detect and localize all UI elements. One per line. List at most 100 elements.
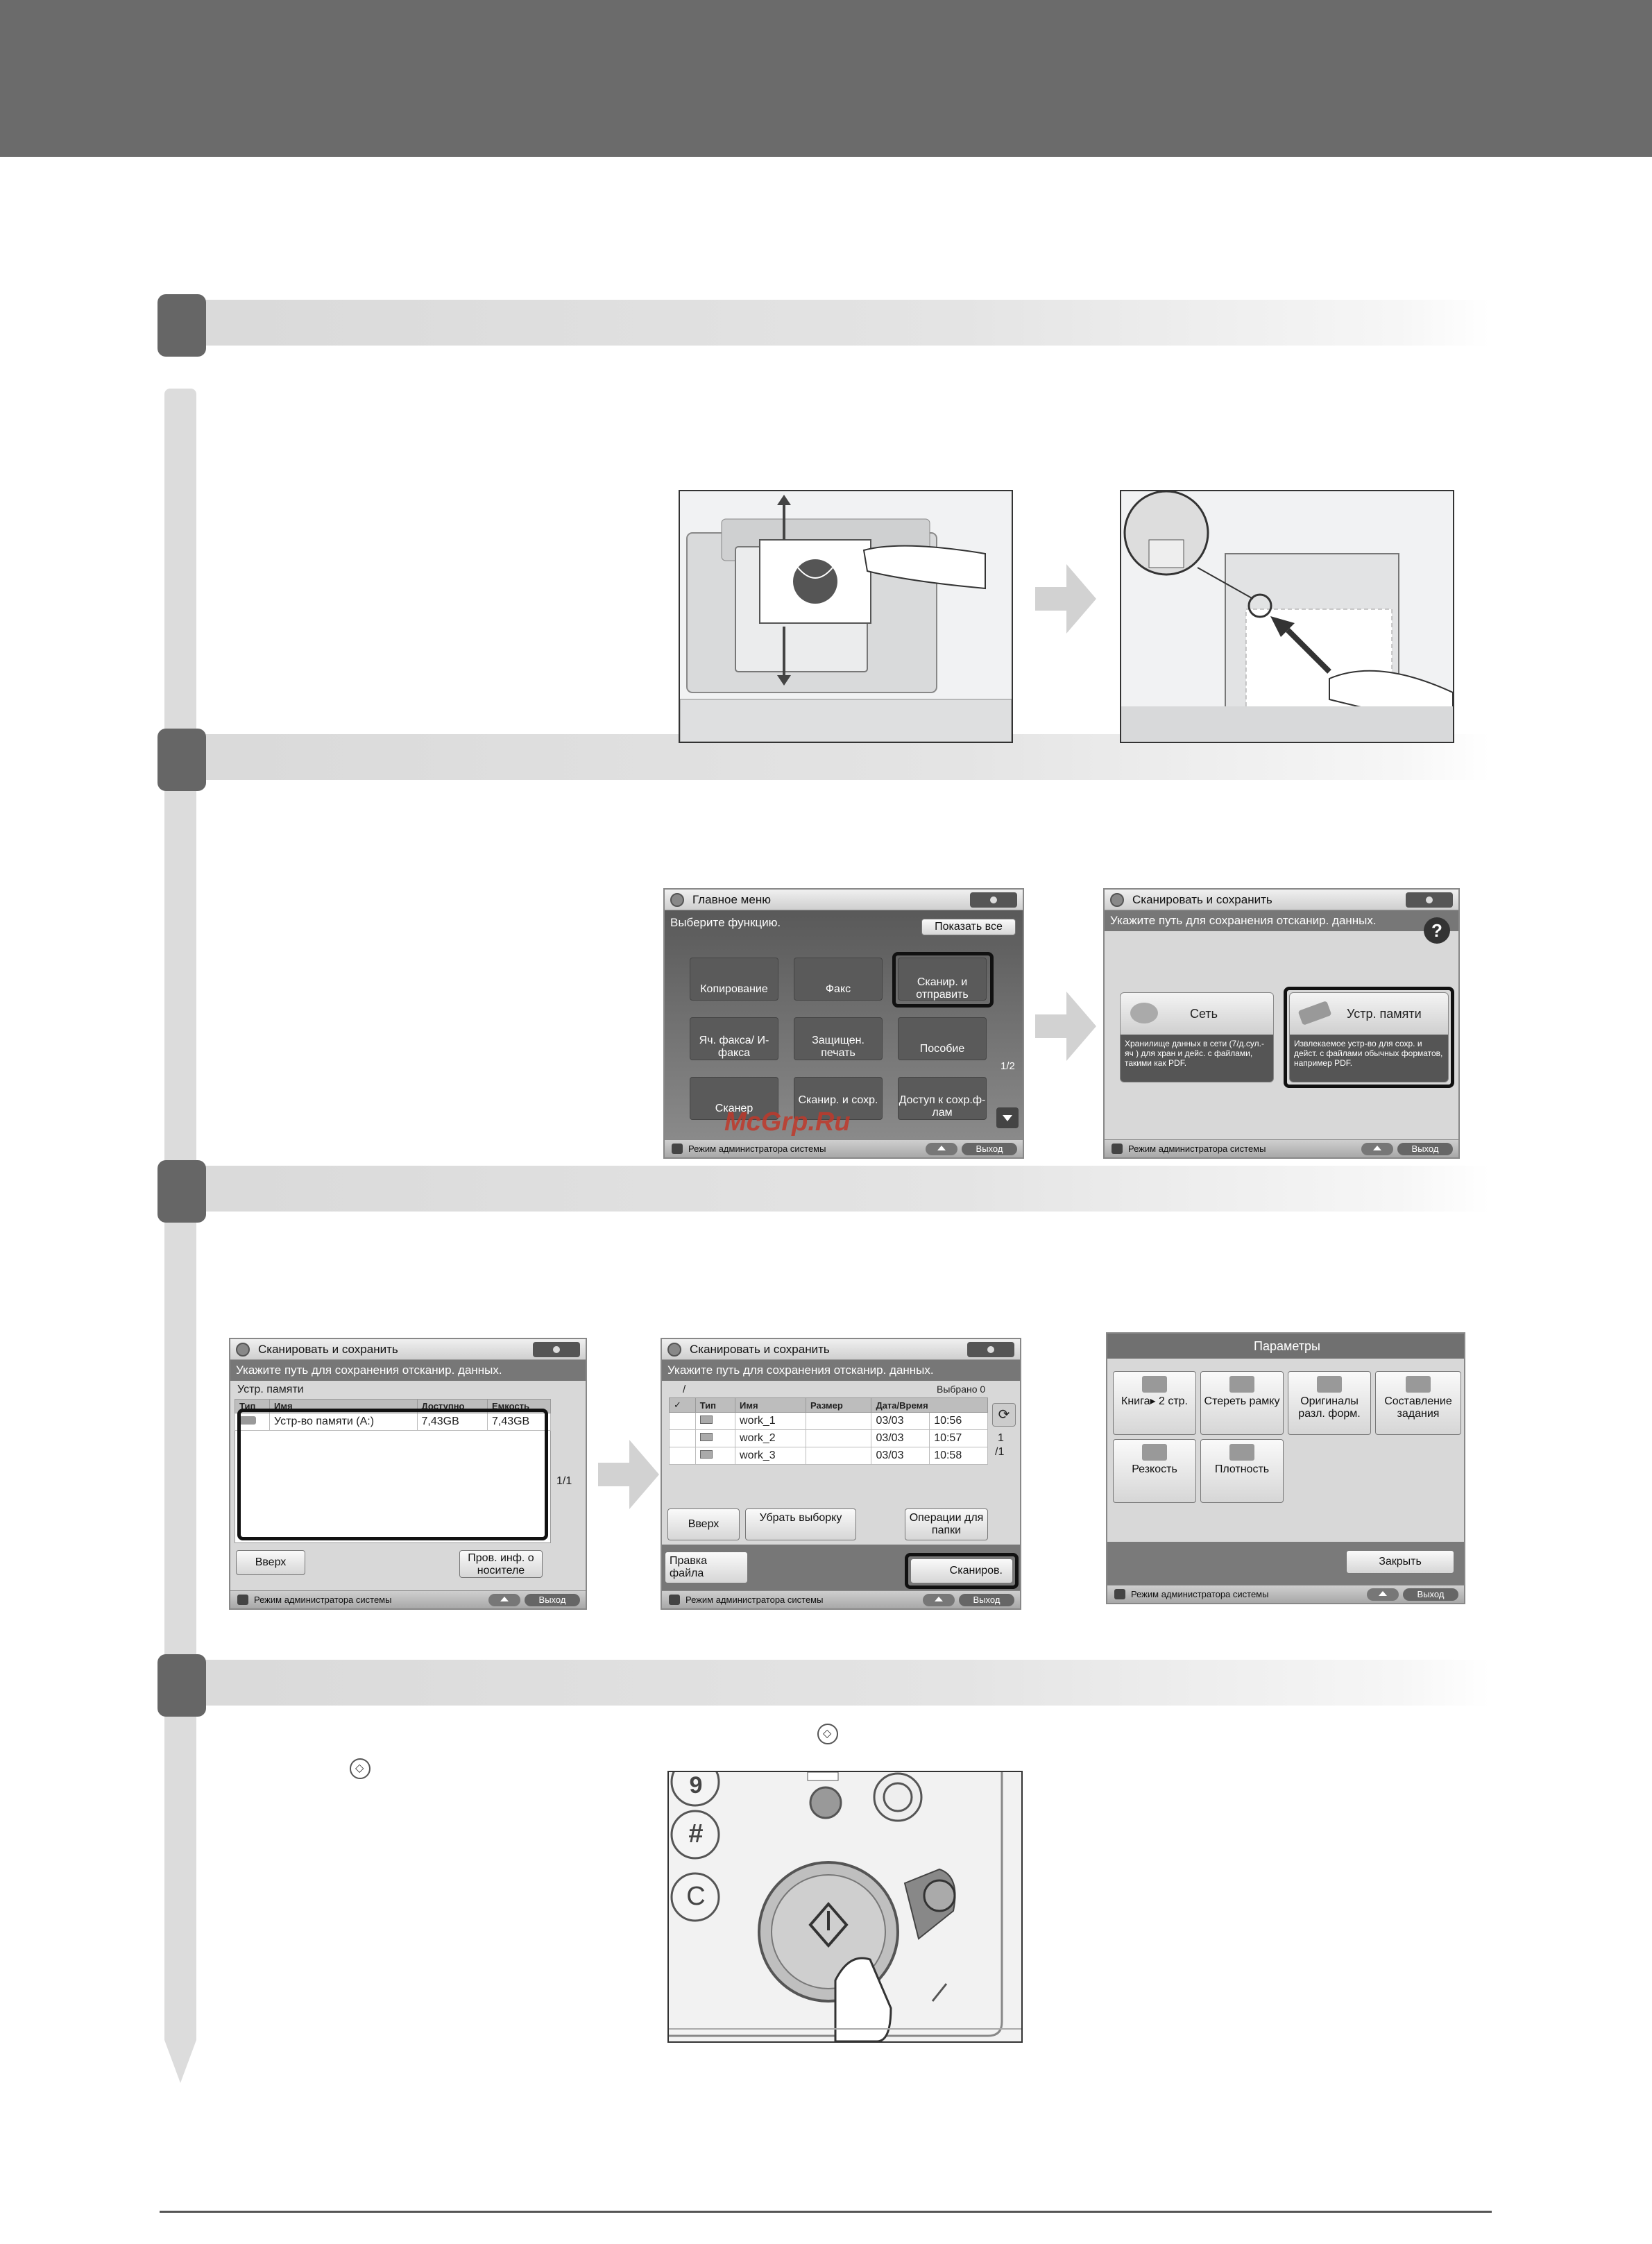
folder-table: ✓ Тип Имя Размер Дата/Время work_1 03/03… xyxy=(669,1397,988,1465)
exit-button[interactable]: Выход xyxy=(525,1594,580,1606)
header-bar xyxy=(0,0,1652,157)
table-row[interactable]: work_3 03/03 10:58 xyxy=(669,1447,988,1465)
secure-print-button[interactable]: Защищен. печать xyxy=(794,1017,883,1060)
counter-button[interactable] xyxy=(970,892,1017,908)
folder-list-titlebar: Сканировать и сохранить xyxy=(662,1339,1020,1360)
device-list-highlight xyxy=(237,1409,548,1540)
folder-date: 03/03 xyxy=(871,1412,930,1430)
memory-device-title: Сканировать и сохранить xyxy=(258,1343,398,1356)
eject-button[interactable] xyxy=(926,1143,957,1155)
counter-button[interactable] xyxy=(1406,892,1453,908)
memory-device-footer: Режим администратора системы Выход xyxy=(230,1590,586,1608)
network-icon xyxy=(1130,1003,1158,1023)
fax-inbox-button[interactable]: Яч. факса/ И-факса xyxy=(690,1017,778,1060)
memory-device-option[interactable]: Устр. памяти Извлекаемое устр-во для сох… xyxy=(1289,992,1449,1082)
main-menu-prompt: Выберите функцию. xyxy=(670,916,781,929)
scan-send-highlight xyxy=(892,952,994,1008)
folder-operations-button[interactable]: Операции для папки xyxy=(905,1508,988,1540)
scan-store-button[interactable]: Сканир. и сохр. xyxy=(794,1077,883,1120)
scan-save-title: Сканировать и сохранить xyxy=(1132,893,1272,906)
eject-button[interactable] xyxy=(923,1594,955,1606)
chevron-down-icon xyxy=(1003,1115,1012,1121)
scan-save-icon xyxy=(236,1343,250,1357)
book-icon xyxy=(1142,1376,1167,1393)
erase-frame-button[interactable]: Стереть рамку xyxy=(1200,1371,1284,1435)
scroll-down-button[interactable] xyxy=(996,1107,1019,1128)
scan-save-footer: Режим администратора системы Выход xyxy=(1105,1139,1458,1157)
col-name: Имя xyxy=(735,1397,806,1413)
up-button[interactable]: Вверх xyxy=(236,1550,305,1575)
folder-list-footer: Режим администратора системы Выход xyxy=(662,1590,1020,1608)
main-menu-title: Главное меню xyxy=(692,893,771,906)
media-info-button[interactable]: Пров. инф. о носителе xyxy=(459,1550,543,1578)
timeline-arrow-tip xyxy=(164,2040,196,2083)
scan-send-button[interactable]: Сканир. и отправить xyxy=(898,958,987,1001)
counter-button[interactable] xyxy=(533,1342,580,1357)
key-clear[interactable]: C xyxy=(686,1882,706,1911)
admin-mode-label: Режим администратора системы xyxy=(686,1595,824,1605)
access-stored-button[interactable]: Доступ к сохр.ф-лам xyxy=(898,1077,987,1120)
scan-button-highlight xyxy=(905,1553,1019,1589)
main-menu-titlebar: Главное меню xyxy=(665,890,1023,910)
platen-illustration xyxy=(1120,490,1454,743)
fax-button[interactable]: Факс xyxy=(794,958,883,1001)
start-key-icon xyxy=(350,1758,371,1779)
exit-button[interactable]: Выход xyxy=(1397,1143,1453,1155)
step-3-number xyxy=(157,1160,206,1223)
feeder-illustration xyxy=(679,490,1013,743)
page-total: /1 xyxy=(995,1446,1005,1458)
exit-button[interactable]: Выход xyxy=(962,1143,1017,1155)
control-panel-drawing xyxy=(669,1772,1021,2041)
refresh-icon[interactable]: ⟳ xyxy=(992,1403,1016,1427)
device-capacity: 7,43GB xyxy=(486,1413,552,1431)
help-button[interactable]: ? xyxy=(1424,917,1450,944)
step-4-band xyxy=(164,1660,1490,1706)
mixed-originals-button[interactable]: Оригиналы разл. форм. xyxy=(1288,1371,1371,1435)
book-two-pages-button[interactable]: Книга▸ 2 стр. xyxy=(1113,1371,1196,1435)
close-button[interactable]: Закрыть xyxy=(1346,1550,1454,1574)
eject-button[interactable] xyxy=(1367,1588,1399,1601)
exit-button[interactable]: Выход xyxy=(1403,1588,1458,1601)
copy-button[interactable]: Копирование xyxy=(690,958,778,1001)
density-button[interactable]: Плотность xyxy=(1200,1439,1284,1503)
page-indicator: 1/2 xyxy=(1000,1060,1015,1072)
device-available: 7,43GB xyxy=(416,1413,488,1431)
eject-button[interactable] xyxy=(1361,1143,1393,1155)
sharpness-button[interactable]: Резкость xyxy=(1113,1439,1196,1503)
step-1-number xyxy=(157,294,206,357)
memory-device-titlebar: Сканировать и сохранить xyxy=(230,1339,586,1360)
up-button[interactable]: Вверх xyxy=(667,1508,740,1540)
memory-device-description: Извлекаемое устр-во для сохр. и дейст. с… xyxy=(1294,1039,1443,1068)
control-panel-illustration: 9 # C xyxy=(667,1771,1023,2043)
scanner-button[interactable]: Сканер xyxy=(690,1077,778,1120)
deselect-button[interactable]: Убрать выборку xyxy=(745,1508,856,1540)
right-arrow-icon xyxy=(598,1440,659,1509)
col-type: Тип xyxy=(695,1397,736,1413)
scan-save-prompt: Укажите путь для сохранения отсканир. да… xyxy=(1105,910,1458,931)
key-hash[interactable]: # xyxy=(688,1819,704,1848)
folder-name: work_3 xyxy=(735,1447,806,1465)
exit-button[interactable]: Выход xyxy=(959,1594,1014,1606)
show-all-button[interactable]: Показать все xyxy=(921,919,1016,935)
step-2-number xyxy=(157,729,206,791)
table-row[interactable]: work_2 03/03 10:57 xyxy=(669,1429,988,1447)
col-check: ✓ xyxy=(669,1397,696,1413)
memory-device-label: Устр. памяти xyxy=(1347,1007,1422,1021)
folder-list-title: Сканировать и сохранить xyxy=(690,1343,830,1356)
counter-button[interactable] xyxy=(967,1342,1014,1357)
step-1-band xyxy=(164,300,1490,346)
edit-file-button[interactable]: Правка файла xyxy=(665,1552,748,1583)
guide-button[interactable]: Пособие xyxy=(898,1017,987,1060)
eject-button[interactable] xyxy=(488,1594,520,1606)
job-build-button[interactable]: Составление задания xyxy=(1375,1371,1461,1435)
network-option[interactable]: Сеть Хранилище данных в сети (7/д.сул.-я… xyxy=(1120,992,1274,1082)
folder-time: 10:58 xyxy=(929,1447,988,1465)
admin-mode-label: Режим администратора системы xyxy=(1128,1144,1266,1154)
key-9[interactable]: 9 xyxy=(689,1772,703,1799)
scan-button[interactable]: Сканиров. xyxy=(910,1558,1013,1583)
scan-save-icon xyxy=(1110,893,1124,907)
table-row[interactable]: work_1 03/03 10:56 xyxy=(669,1412,988,1430)
frame-icon xyxy=(1229,1376,1254,1393)
table-row[interactable]: Устр-во памяти (A:) 7,43GB 7,43GB xyxy=(234,1413,552,1431)
col-size: Размер xyxy=(805,1397,872,1413)
